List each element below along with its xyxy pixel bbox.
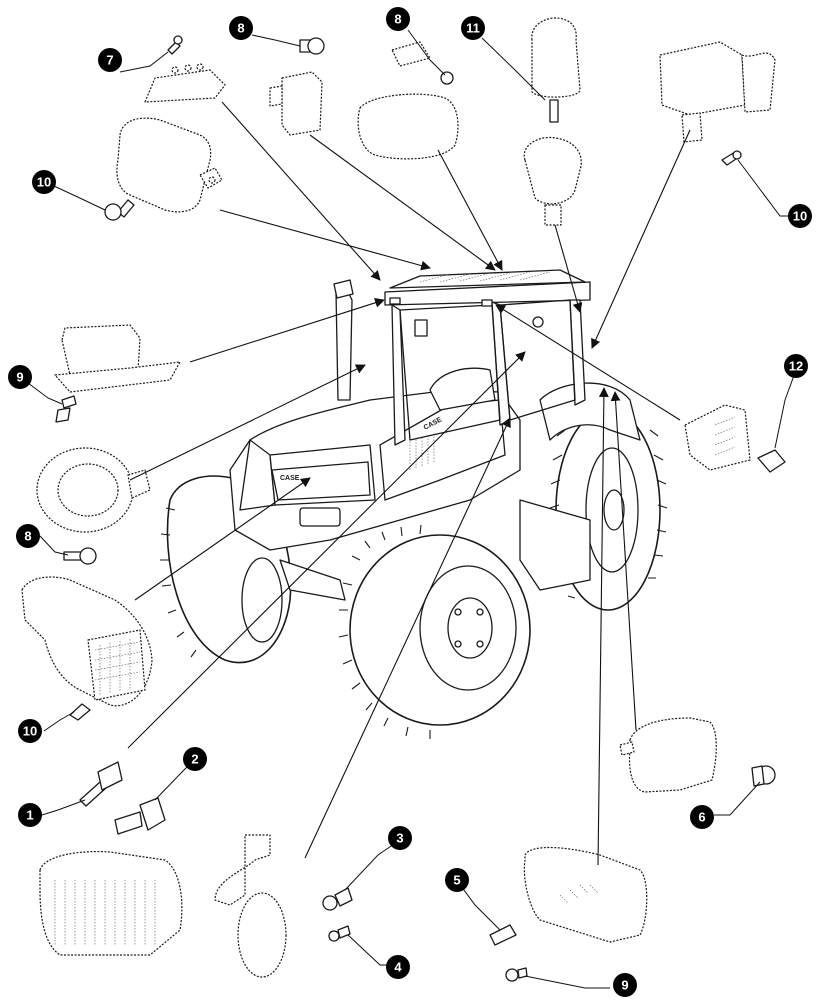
callout-badge-5: 5: [445, 868, 469, 892]
svg-text:8: 8: [394, 12, 401, 27]
svg-text:8: 8: [24, 529, 31, 544]
bulb-9-left: [55, 395, 77, 423]
callout-badge-1: 1: [18, 803, 42, 827]
callout-lines: [27, 29, 800, 989]
callout-badge-10: 10: [18, 719, 42, 743]
bulb-socket-8: [391, 41, 454, 85]
rear-worklamp-right: [659, 41, 776, 143]
svg-text:7: 7: [106, 53, 113, 68]
callout-badge-9: 9: [613, 973, 637, 997]
svg-text:10: 10: [793, 209, 807, 224]
callout-badge-10: 10: [788, 204, 812, 228]
hood-brand-label: CASE: [280, 475, 300, 482]
bulb-10-lower: [69, 703, 91, 721]
bulb-8-left: [63, 547, 97, 565]
callout-badge-8: 8: [16, 524, 40, 548]
round-worklamp: [36, 447, 151, 533]
side-lamp-right: [619, 717, 717, 793]
svg-text:1: 1: [26, 808, 33, 823]
callout-badge-7: 7: [98, 48, 122, 72]
callout-badge-11: 11: [461, 16, 485, 40]
callout-badge-3: 3: [388, 826, 412, 850]
bulb-socket-2: [114, 797, 166, 835]
mirror-bracket-lamp: [214, 834, 287, 978]
callout-badge-2: 2: [183, 747, 207, 771]
callout-badge-12: 12: [784, 354, 808, 378]
svg-text:10: 10: [23, 724, 37, 739]
callout-badge-8: 8: [229, 16, 253, 40]
svg-text:2: 2: [191, 752, 198, 767]
leader-lines: [127, 101, 691, 866]
side-worklamp-left: [54, 324, 181, 393]
svg-text:5: 5: [453, 873, 460, 888]
svg-text:4: 4: [394, 960, 402, 975]
bulb-9-bottom: [505, 967, 528, 982]
roof-worklamp-left: [116, 117, 223, 213]
bulb-6: [751, 765, 776, 787]
tractor-cab: [333, 269, 591, 446]
svg-text:9: 9: [16, 370, 23, 385]
callout-badge-8: 8: [386, 7, 410, 31]
roof-marker-lamp: [144, 63, 226, 103]
svg-text:6: 6: [698, 810, 705, 825]
rear-tail-lamp: [523, 846, 648, 943]
svg-text:9: 9: [621, 978, 628, 993]
bulb-5: [489, 924, 517, 946]
callout-badge-10: 10: [32, 170, 56, 194]
bulb-8-top: [299, 37, 325, 55]
bulb-3: [322, 887, 353, 911]
front-lamp-lens: [39, 851, 183, 956]
svg-text:8: 8: [237, 21, 244, 36]
callout-badge-9: 9: [8, 365, 32, 389]
grille-headlamp: [21, 576, 153, 707]
callout-badge-6: 6: [690, 805, 714, 829]
svg-text:3: 3: [396, 831, 403, 846]
bulb-10-right: [721, 150, 742, 166]
tractor-illustration: CASE CASE: [160, 269, 668, 739]
relay-module: [269, 71, 323, 136]
svg-text:11: 11: [466, 21, 480, 36]
small-bulb-7: [167, 35, 183, 55]
bulb-10-left: [104, 199, 135, 221]
bulb-4: [328, 925, 351, 942]
svg-text:12: 12: [789, 359, 803, 374]
halogen-bulb-1: [79, 761, 123, 807]
lamp-12: [684, 404, 786, 473]
svg-text:10: 10: [37, 175, 51, 190]
rotating-beacon: [523, 17, 582, 226]
callout-badge-4: 4: [386, 955, 410, 979]
front-right-wheel: [338, 524, 531, 739]
roof-lens: [357, 93, 459, 160]
